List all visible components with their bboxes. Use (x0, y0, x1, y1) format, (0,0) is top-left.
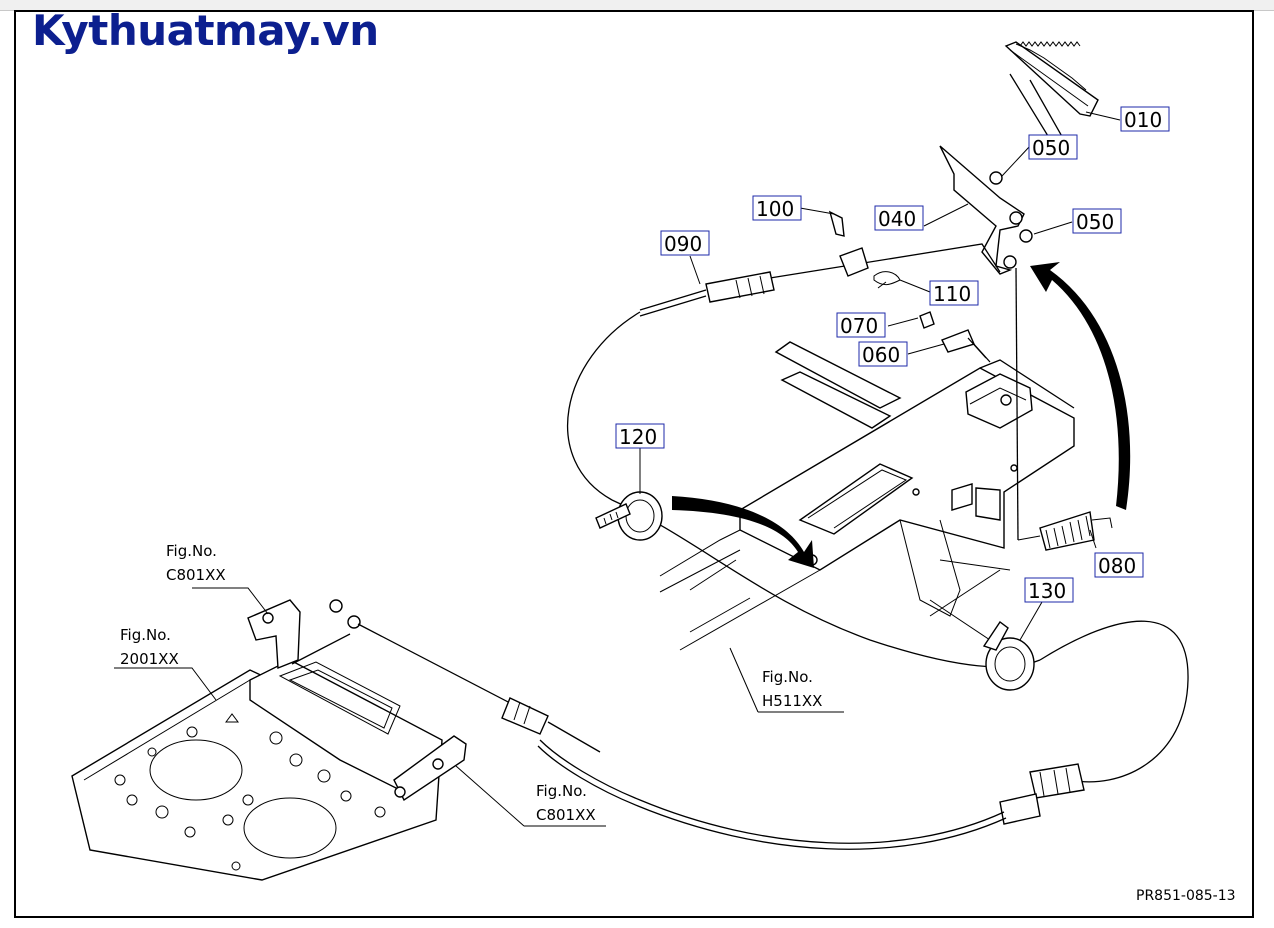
figref-h511: Fig.No. H511XX (762, 668, 822, 710)
label-130: 130 (1024, 577, 1074, 603)
accelerator-cable (537, 271, 1189, 850)
pin-washer-set (919, 311, 991, 363)
engine-side-parts (71, 599, 601, 881)
direction-arrows (672, 262, 1131, 568)
svg-text:C801XX: C801XX (536, 806, 596, 824)
svg-text:2001XX: 2001XX (120, 650, 179, 668)
leader-lines (114, 111, 1121, 827)
site-watermark: Kythuatmay.vn (32, 6, 379, 55)
label-120: 120 (615, 423, 665, 449)
svg-text:050: 050 (1076, 210, 1114, 234)
label-110: 110 (929, 280, 979, 306)
svg-text:100: 100 (756, 197, 794, 221)
figref-2001: Fig.No. 2001XX (120, 626, 179, 668)
part-labels: 010 050 040 050 100 090 110 070 (615, 106, 1170, 603)
label-050-lower: 050 (1072, 208, 1122, 234)
pedal-assembly (939, 41, 1099, 275)
svg-text:H511XX: H511XX (762, 692, 822, 710)
label-090: 090 (660, 230, 710, 256)
svg-text:090: 090 (664, 232, 702, 256)
clamp-130 (982, 620, 1035, 691)
svg-text:110: 110 (933, 282, 971, 306)
clamp-120 (595, 491, 663, 541)
rod-clevis-assembly (769, 210, 1001, 289)
svg-text:060: 060 (862, 343, 900, 367)
label-040: 040 (874, 205, 924, 231)
label-080: 080 (1094, 552, 1144, 578)
svg-text:120: 120 (619, 425, 657, 449)
svg-text:050: 050 (1032, 136, 1070, 160)
svg-text:Fig.No.: Fig.No. (120, 626, 171, 644)
label-100: 100 (752, 195, 802, 221)
svg-text:080: 080 (1098, 554, 1136, 578)
svg-text:130: 130 (1028, 579, 1066, 603)
label-070: 070 (836, 312, 886, 338)
figref-c801-top: Fig.No. C801XX (166, 542, 226, 584)
tractor-frame (659, 341, 1075, 651)
svg-text:070: 070 (840, 314, 878, 338)
svg-text:C801XX: C801XX (166, 566, 226, 584)
label-010: 010 (1120, 106, 1170, 132)
diagram-code: PR851-085-13 (1136, 888, 1236, 904)
svg-text:Fig.No.: Fig.No. (762, 668, 813, 686)
svg-text:Fig.No.: Fig.No. (536, 782, 587, 800)
label-060: 060 (858, 341, 908, 367)
svg-text:040: 040 (878, 207, 916, 231)
svg-text:010: 010 (1124, 108, 1162, 132)
figref-c801-bottom: Fig.No. C801XX (536, 782, 596, 824)
figure-references: Fig.No. C801XX Fig.No. 2001XX Fig.No. H5… (120, 542, 822, 824)
return-spring (1015, 267, 1113, 551)
label-050-upper: 050 (1028, 134, 1078, 160)
svg-text:Fig.No.: Fig.No. (166, 542, 217, 560)
